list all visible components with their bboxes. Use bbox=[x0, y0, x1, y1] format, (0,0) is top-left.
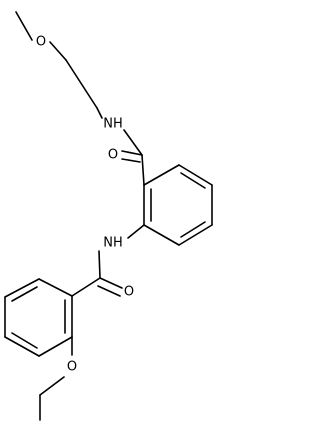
ring2-bond-4 bbox=[4, 336, 40, 357]
ring1-bond-4 bbox=[178, 224, 213, 246]
bond-o-ch2-ethoxy bbox=[39, 376, 65, 396]
atom-labels: O NH O NH O O bbox=[36, 35, 134, 375]
bond-methyl-o bbox=[15, 11, 33, 41]
atom-o-methoxy: O bbox=[36, 35, 46, 50]
bond-ch2-nh-top bbox=[96, 107, 103, 119]
atom-o-carbonyl-top: O bbox=[108, 148, 118, 163]
bond-co-bottom-a bbox=[99, 277, 123, 289]
ring1-inner-1 bbox=[180, 172, 206, 189]
ring2-inner-1 bbox=[11, 286, 38, 302]
atom-o-ethoxy: O bbox=[67, 360, 77, 375]
bond-co-top-a bbox=[121, 150, 143, 156]
bond-carbonyl-ring-bottom bbox=[71, 277, 101, 297]
bond-ch2-ch2 bbox=[65, 59, 98, 109]
atom-nh-amide-top: NH bbox=[103, 117, 123, 132]
atom-nh-amide-mid: NH bbox=[103, 236, 123, 251]
ring1-bond-1 bbox=[143, 164, 180, 186]
ring2-bond-1 bbox=[38, 278, 73, 297]
ring2-inner-2 bbox=[11, 332, 38, 349]
ring2-bond-2 bbox=[4, 278, 40, 298]
bond-carbonyl-ring-top bbox=[141, 154, 145, 186]
ring1-bond-5 bbox=[143, 224, 180, 246]
atom-o-carbonyl-bottom: O bbox=[124, 285, 134, 300]
bonds bbox=[4, 11, 213, 421]
bond-co-bottom-b bbox=[97, 285, 121, 297]
bond-nh-carbonyl-bottom bbox=[98, 250, 101, 279]
bond-co-top-b bbox=[121, 158, 141, 163]
bond-nh-carbonyl-top bbox=[123, 129, 143, 156]
molecule-structure: O NH O NH O O bbox=[4, 11, 213, 421]
ring2-bond-5 bbox=[38, 336, 73, 357]
ring1-inner-2 bbox=[180, 221, 206, 238]
ring1-bond-2 bbox=[178, 164, 213, 186]
bond-ring-nh-mid bbox=[127, 224, 145, 239]
bond-o-ch2 bbox=[49, 41, 67, 61]
